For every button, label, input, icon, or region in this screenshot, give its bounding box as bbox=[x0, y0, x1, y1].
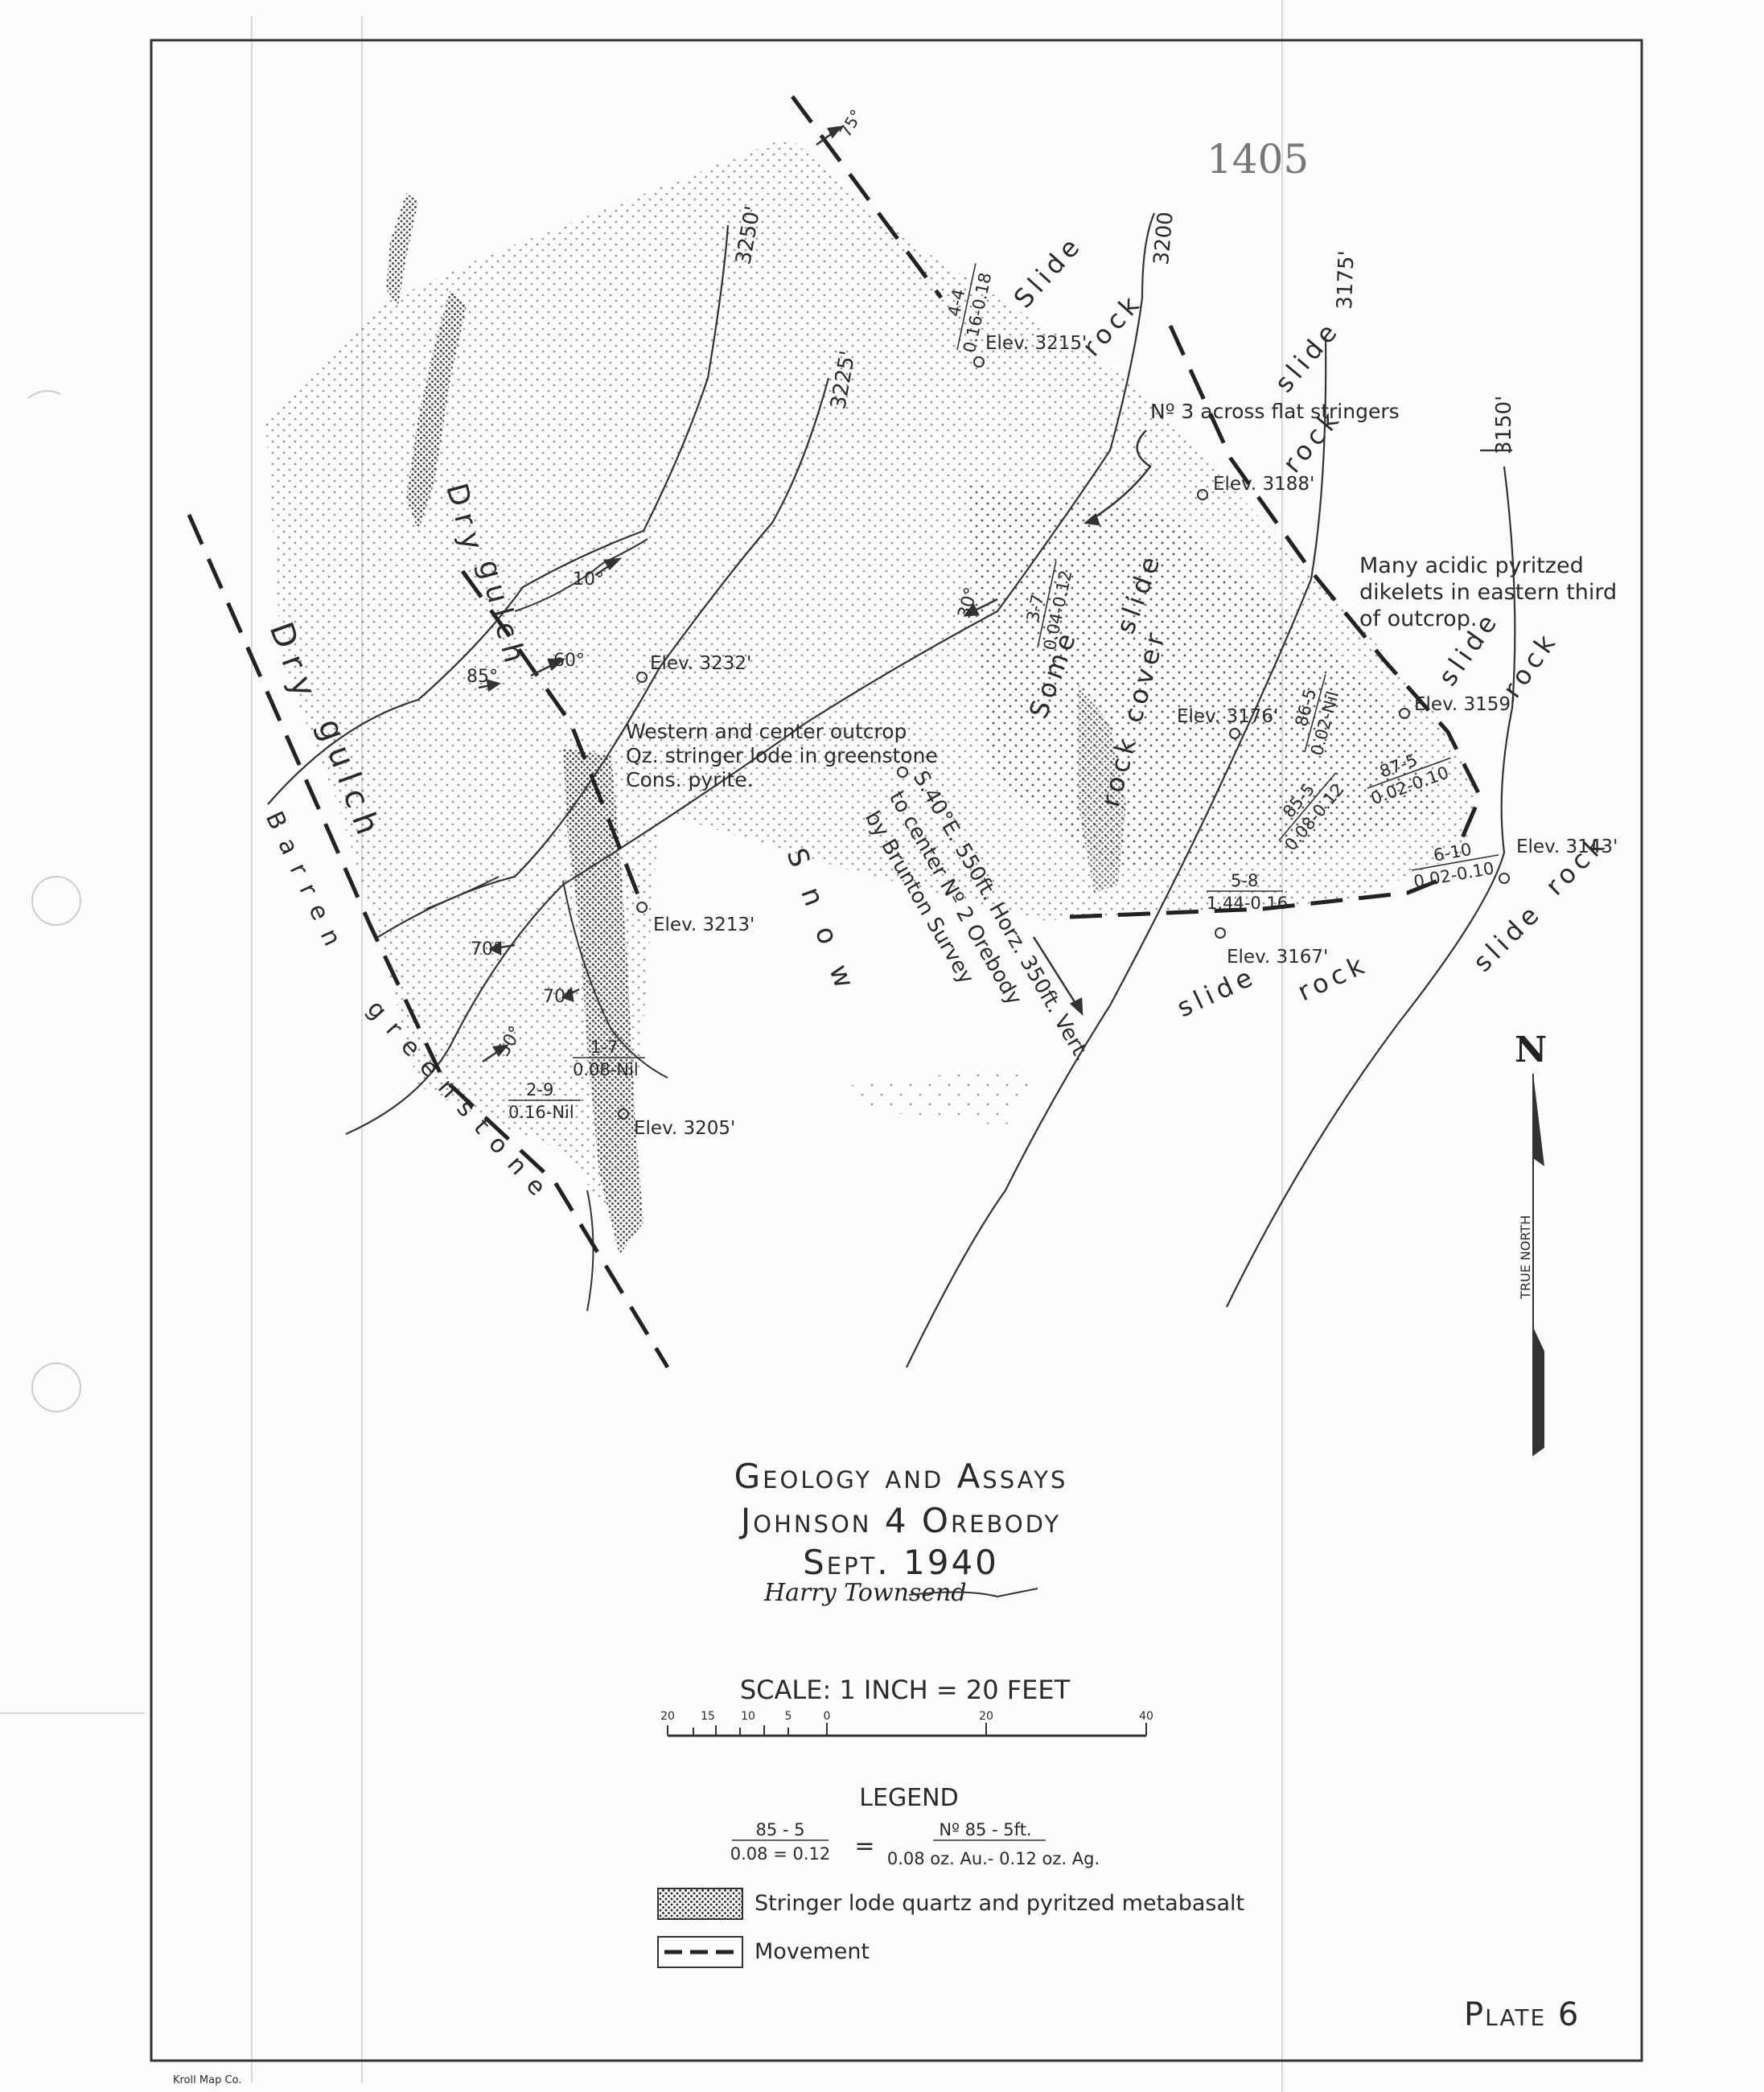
note-acidic: dikelets in eastern third bbox=[1359, 580, 1617, 605]
scale-tick-label: 20 bbox=[660, 1710, 675, 1723]
map-title-line2: Johnson 4 Orebody bbox=[738, 1501, 1061, 1540]
legend-movement-swatch bbox=[657, 1936, 743, 1968]
elevation-label: Elev. 3205' bbox=[634, 1118, 735, 1139]
legend-example-value: 0.08 = 0.12 bbox=[730, 1844, 830, 1864]
dip-arrows bbox=[478, 125, 1152, 1063]
slide-rock-label: Slide bbox=[1008, 229, 1089, 314]
outcrop-stipple bbox=[265, 137, 1480, 1206]
elevation-label: Elev. 3143' bbox=[1516, 836, 1618, 857]
scale-tick-label: 40 bbox=[1139, 1710, 1153, 1723]
legend-stringer-label: Stringer lode quartz and pyritzed metaba… bbox=[755, 1891, 1244, 1916]
legend-equals: = bbox=[854, 1832, 874, 1860]
printer-credit: Kroll Map Co. bbox=[173, 2074, 241, 2086]
contour-label-3200: 3200 bbox=[1149, 211, 1178, 266]
dip-label: 60° bbox=[553, 651, 585, 671]
slide-rock-label: slide bbox=[1269, 314, 1346, 398]
assay-number: 5-8 bbox=[1231, 871, 1258, 890]
contour-lines bbox=[267, 212, 1516, 1368]
movement-faults bbox=[187, 95, 1482, 1369]
dip-label: 70° bbox=[543, 987, 574, 1007]
scale-tick-label: 0 bbox=[824, 1710, 831, 1723]
note-acidic: of outcrop. bbox=[1359, 606, 1477, 631]
north-arrow: N TRUE NORTH bbox=[1515, 1030, 1547, 1456]
plate-number: Plate 6 bbox=[1464, 1996, 1580, 2033]
scale-tick-label: 20 bbox=[979, 1710, 993, 1723]
assay-value: 0.16-Nil bbox=[508, 1103, 574, 1122]
legend-stringer-swatch bbox=[657, 1888, 743, 1920]
elevation-label: Elev. 3213' bbox=[653, 914, 755, 935]
slide-rock-label: rock bbox=[1496, 625, 1564, 703]
scale-tick-label: 15 bbox=[701, 1710, 715, 1723]
title-block: Geology and Assays Johnson 4 Orebody Sep… bbox=[734, 1457, 1068, 1607]
legend-example-number: 85 - 5 bbox=[755, 1820, 804, 1839]
elevation-label: Elev. 3215' bbox=[985, 333, 1087, 354]
note-western: Cons. pyrite. bbox=[626, 768, 754, 791]
legend-explain-number: Nº 85 - 5ft. bbox=[939, 1820, 1031, 1839]
scale-bar: SCALE: 1 INCH = 20 FEET 20 15 10 5 0 20 … bbox=[660, 1675, 1153, 1737]
elevation-label: Elev. 3232' bbox=[650, 653, 751, 674]
contour-label-3150: 3150' bbox=[1492, 396, 1516, 454]
note-western: Qz. stringer lode in greenstone bbox=[626, 744, 938, 767]
stringer-lode-zones bbox=[386, 193, 1126, 1255]
map-date: Sept. 1940 bbox=[803, 1543, 999, 1582]
map-frame bbox=[150, 39, 1643, 2062]
legend: LEGEND 85 - 5 0.08 = 0.12 = Nº 85 - 5ft.… bbox=[657, 1784, 1244, 1968]
elevation-label: Elev. 3176' bbox=[1177, 706, 1278, 727]
elevation-label: Elev. 3188' bbox=[1213, 474, 1314, 495]
north-arrow-letter: N bbox=[1515, 1030, 1547, 1071]
note-stringers: Nº 3 across flat stringers bbox=[1150, 400, 1400, 423]
scale-tick-label: 5 bbox=[785, 1710, 792, 1723]
scale-label: SCALE: 1 INCH = 20 FEET bbox=[740, 1675, 1071, 1705]
dip-label: 75° bbox=[836, 106, 867, 141]
true-north-label: TRUE NORTH bbox=[1518, 1215, 1533, 1300]
note-western: Western and center outcrop bbox=[626, 720, 907, 743]
scale-tick-label: 10 bbox=[741, 1710, 755, 1723]
assay-value: 0.08-Nil bbox=[573, 1060, 639, 1079]
contour-label-3175: 3175' bbox=[1333, 250, 1359, 310]
map-title-line1: Geology and Assays bbox=[734, 1457, 1068, 1496]
dip-label: 10° bbox=[573, 569, 604, 590]
binder-holes bbox=[27, 390, 81, 1412]
legend-title: LEGEND bbox=[859, 1784, 958, 1812]
document-number-stamp: 1405 bbox=[1207, 136, 1309, 183]
assay-value: 1.44-0.16 bbox=[1207, 894, 1288, 913]
assay-number: 1-7 bbox=[590, 1038, 618, 1057]
elevation-label: Elev. 3159' bbox=[1414, 694, 1515, 715]
elevation-labels: Elev. 3215' Elev. 3188' Elev. 3232' Elev… bbox=[634, 333, 1618, 1139]
elevation-stations bbox=[618, 356, 1510, 1120]
legend-explain-value: 0.08 oz. Au.- 0.12 oz. Ag. bbox=[887, 1849, 1100, 1868]
dip-label: 70° bbox=[471, 939, 502, 960]
dip-label: 85° bbox=[467, 667, 498, 687]
slide-rock-label: slide bbox=[1172, 960, 1261, 1024]
note-acidic: Many acidic pyritzed bbox=[1359, 553, 1584, 578]
barren-label: Barren bbox=[260, 808, 352, 962]
elevation-label: Elev. 3167' bbox=[1227, 947, 1328, 968]
assay-number: 2-9 bbox=[526, 1080, 553, 1099]
legend-movement-label: Movement bbox=[755, 1939, 870, 1964]
